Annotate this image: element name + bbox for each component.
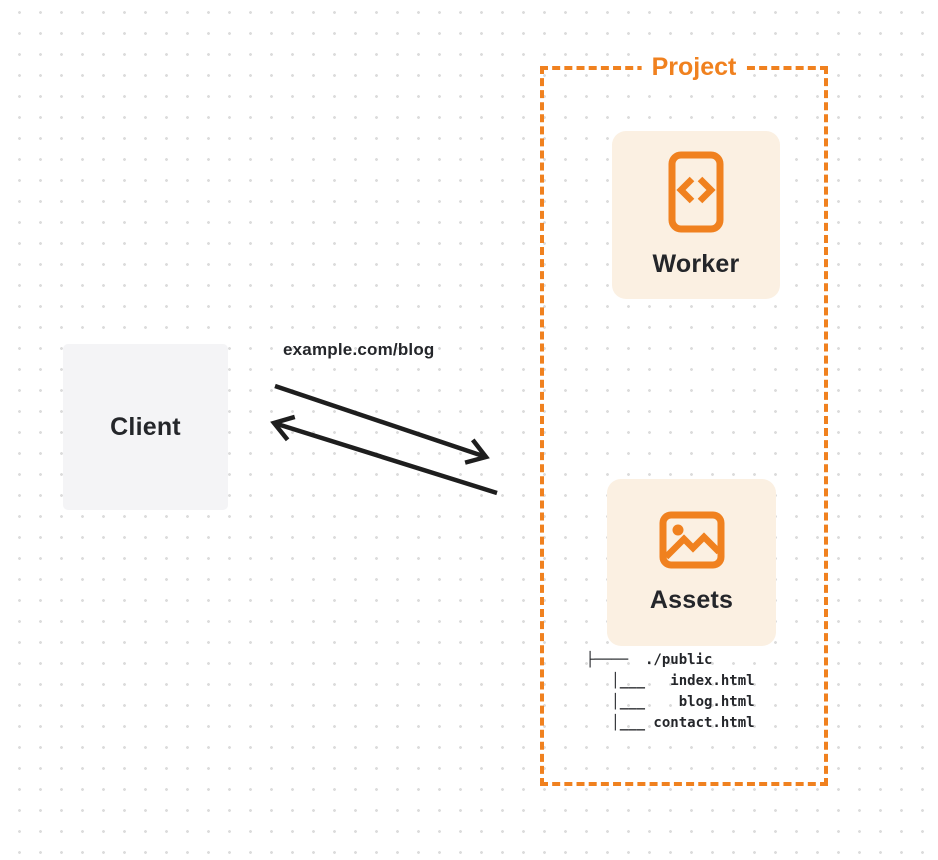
file-tree-line: ├──── ./public bbox=[586, 652, 713, 668]
assets-node: Assets bbox=[607, 479, 776, 646]
request-url-label: example.com/blog bbox=[283, 340, 435, 359]
worker-node: Worker bbox=[612, 131, 780, 299]
worker-label: Worker bbox=[652, 250, 740, 278]
file-tree-line: │___ blog.html bbox=[586, 694, 755, 710]
client-label: Client bbox=[110, 412, 181, 441]
project-boundary: Project bbox=[540, 53, 828, 786]
request-arrow bbox=[274, 383, 490, 465]
client-node: Client bbox=[63, 344, 228, 510]
assets-file-tree: ├──── ./public │___ index.html │___ blog… bbox=[586, 650, 755, 734]
code-document-icon bbox=[668, 151, 724, 233]
project-label: Project bbox=[641, 53, 747, 82]
image-icon bbox=[659, 511, 724, 568]
file-tree-line: │___ contact.html bbox=[586, 715, 755, 731]
assets-label: Assets bbox=[649, 585, 734, 614]
response-arrow bbox=[270, 414, 498, 496]
file-tree-line: │___ index.html bbox=[586, 673, 755, 689]
